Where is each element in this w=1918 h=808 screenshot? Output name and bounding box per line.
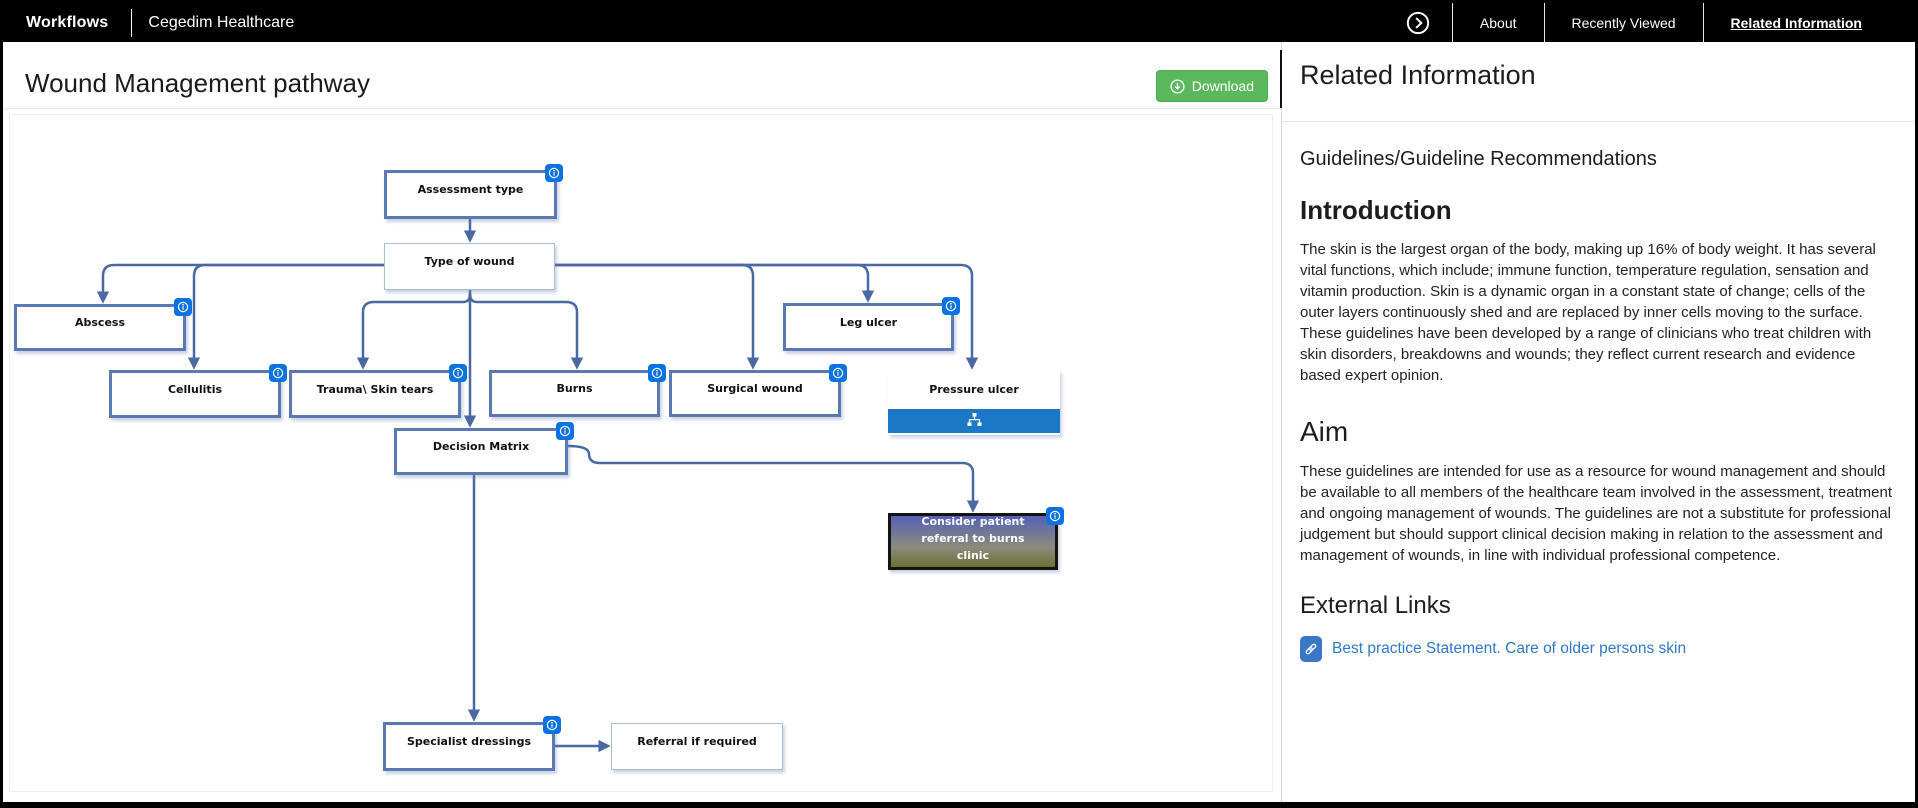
external-link[interactable]: Best practice Statement. Care of older p… <box>1332 640 1687 657</box>
section-heading-introduction: Introduction <box>1300 195 1452 225</box>
app-brand: Workflows <box>26 13 109 31</box>
flow-node-abscess[interactable]: Abscess <box>14 298 192 351</box>
flow-edge-type-of-wound-to-cellulitis <box>187 263 384 370</box>
flow-node-label: Referral if required <box>637 735 757 748</box>
flow-node-label: Abscess <box>74 316 125 329</box>
pathway-main: Wound Management pathway Download Assess… <box>3 42 1281 802</box>
sitemap-icon <box>966 412 983 430</box>
flow-node-consider-referral-burns-clinic[interactable]: Consider patient referral to burns clini… <box>888 507 1064 570</box>
info-icon[interactable] <box>174 298 192 316</box>
download-label: Download <box>1191 78 1254 94</box>
nav-divider <box>1451 3 1453 42</box>
flow-node-label: Cellulitis <box>167 382 223 396</box>
content-area: Wound Management pathway Download Assess… <box>3 42 1915 802</box>
flow-node-trauma-skin-tears[interactable]: Trauma\ Skin tears <box>289 364 467 418</box>
flow-node-surgical-wound[interactable]: Surgical wound <box>669 364 847 417</box>
flow-node-label: Type of wound <box>424 255 515 268</box>
flow-edge-type-of-wound-to-surgical-wound <box>555 263 760 370</box>
nav-item-recently-viewed[interactable]: Recently Viewed <box>1571 14 1676 31</box>
page-title: Wound Management pathway <box>25 68 370 98</box>
section-heading-aim: Aim <box>1300 416 1349 447</box>
navbar-menu: About Recently Viewed Related Informatio… <box>1406 3 1915 42</box>
flow-node-label: Specialist dressings <box>406 735 532 748</box>
info-icon[interactable] <box>269 364 287 382</box>
flow-node-leg-ulcer[interactable]: Leg ulcer <box>783 297 960 351</box>
flow-edge-type-of-wound-to-trauma-skin-tears <box>356 293 472 370</box>
panel-divider-dark-segment <box>1280 50 1282 108</box>
brand-divider <box>131 8 133 37</box>
info-icon[interactable] <box>648 364 666 382</box>
flow-node-label: Pressure ulcer <box>929 383 1019 396</box>
flow-node-cellulitis[interactable]: Cellulitis <box>109 364 287 418</box>
info-icon[interactable] <box>545 164 563 182</box>
flow-node-specialist-dressings[interactable]: Specialist dressings <box>383 716 561 771</box>
subpathway-bar[interactable] <box>888 409 1060 433</box>
panel-title: Related Information <box>1300 60 1536 90</box>
pathway-header: Wound Management pathway Download <box>3 42 1281 109</box>
related-information-panel: Related Information Guidelines/Guideline… <box>1281 42 1915 802</box>
info-icon[interactable] <box>449 364 467 382</box>
panel-divider <box>1282 121 1915 122</box>
flow-node-type-of-wound[interactable]: Type of wound <box>384 243 555 290</box>
info-icon[interactable] <box>829 364 847 382</box>
flow-node-decision-matrix[interactable]: Decision Matrix <box>394 422 574 475</box>
flow-node-label: Assessment type <box>417 183 524 196</box>
external-link-row: Best practice Statement. Care of older p… <box>1300 636 1895 662</box>
external-links-heading: External Links <box>1300 592 1451 619</box>
flow-node-assessment-type[interactable]: Assessment type <box>384 164 563 219</box>
flow-node-label: Consider patient referral to burns clini… <box>921 514 1025 563</box>
nav-divider <box>1543 3 1545 42</box>
flow-edge-decision-matrix-to-consider-referral-burns-clinic <box>567 444 980 513</box>
flow-edge-type-of-wound-to-abscess <box>96 263 384 304</box>
nav-item-about[interactable]: About <box>1479 14 1517 31</box>
download-icon <box>1170 78 1185 94</box>
top-navbar: Workflows Cegedim Healthcare About Recen… <box>3 3 1915 42</box>
link-icon[interactable] <box>1300 636 1322 662</box>
info-icon[interactable] <box>556 422 574 440</box>
collapse-panel-icon[interactable] <box>1406 11 1430 35</box>
flow-node-label: Surgical wound <box>707 382 803 395</box>
section-text-introduction: The skin is the largest organ of the bod… <box>1300 241 1876 384</box>
flow-node-label: Burns <box>556 382 593 395</box>
nav-item-related-information[interactable]: Related Information <box>1730 14 1862 31</box>
flowchart-connectors <box>96 219 980 753</box>
company-name: Cegedim Healthcare <box>148 13 295 31</box>
flow-node-pressure-ulcer[interactable]: Pressure ulcer <box>888 370 1060 435</box>
nav-divider <box>1702 3 1704 42</box>
info-icon[interactable] <box>942 297 960 315</box>
info-icon[interactable] <box>543 716 561 734</box>
download-button[interactable]: Download <box>1155 70 1268 102</box>
flow-node-label: Trauma\ Skin tears <box>316 382 434 396</box>
panel-subtitle: Guidelines/Guideline Recommendations <box>1300 148 1657 170</box>
flow-edge-type-of-wound-to-burns <box>468 293 584 370</box>
flow-node-referral-if-required[interactable]: Referral if required <box>611 723 783 770</box>
flow-node-label: Leg ulcer <box>839 315 898 329</box>
flow-node-label: Decision Matrix <box>432 440 530 453</box>
info-icon[interactable] <box>1046 507 1064 525</box>
flow-node-burns[interactable]: Burns <box>489 364 666 417</box>
flow-edge-type-of-wound-to-leg-ulcer <box>555 263 875 303</box>
section-text-aim: These guidelines are intended for use as… <box>1300 463 1892 564</box>
